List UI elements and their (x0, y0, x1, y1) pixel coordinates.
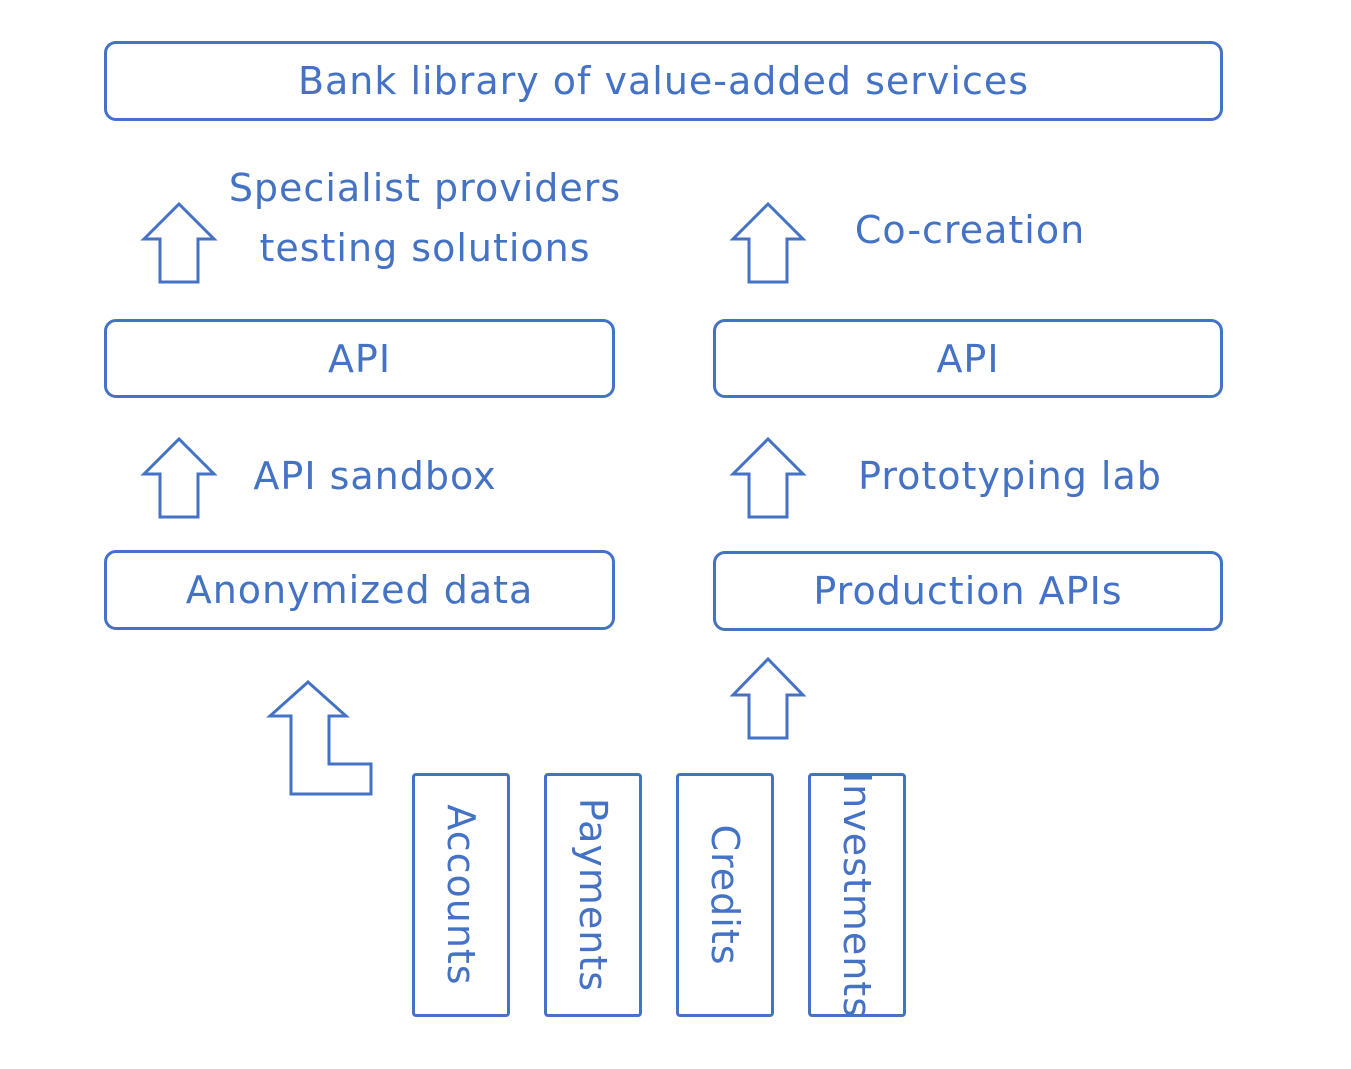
left-api-box: API (104, 319, 615, 398)
left-api-label: API (327, 336, 392, 381)
right-api-label: API (936, 336, 1000, 381)
up-arrow-icon (729, 436, 807, 519)
specialist-providers-line2: testing solutions (259, 226, 591, 270)
source-label: Credits (703, 824, 747, 966)
right-api-box: API (713, 319, 1223, 398)
source-box-payments: Payments (544, 773, 642, 1017)
specialist-providers-label: Specialist providers testing solutions (215, 158, 635, 278)
specialist-providers-line1: Specialist providers (228, 166, 622, 210)
up-arrow-icon (729, 656, 807, 740)
source-box-credits: Credits (676, 773, 774, 1017)
source-label: Payments (571, 797, 615, 993)
source-label: Investments (835, 771, 879, 1019)
anonymized-data-label: Anonymized data (185, 568, 534, 612)
up-arrow-icon (140, 436, 218, 519)
source-box-investments: Investments (808, 771, 906, 1019)
prototyping-lab-label: Prototyping lab (858, 454, 1162, 498)
production-apis-box: Production APIs (713, 551, 1223, 631)
production-apis-label: Production APIs (813, 569, 1123, 613)
api-sandbox-label: API sandbox (253, 454, 497, 498)
up-arrow-icon (729, 201, 807, 284)
up-arrow-icon (140, 201, 218, 284)
bank-library-label: Bank library of value-added services (297, 59, 1030, 103)
source-box-accounts: Accounts (412, 773, 510, 1017)
co-creation-label: Co-creation (854, 208, 1086, 252)
bent-up-arrow-icon (266, 679, 373, 796)
anonymized-data-box: Anonymized data (104, 550, 615, 630)
source-label: Accounts (439, 804, 483, 986)
bank-library-box: Bank library of value-added services (104, 41, 1223, 121)
